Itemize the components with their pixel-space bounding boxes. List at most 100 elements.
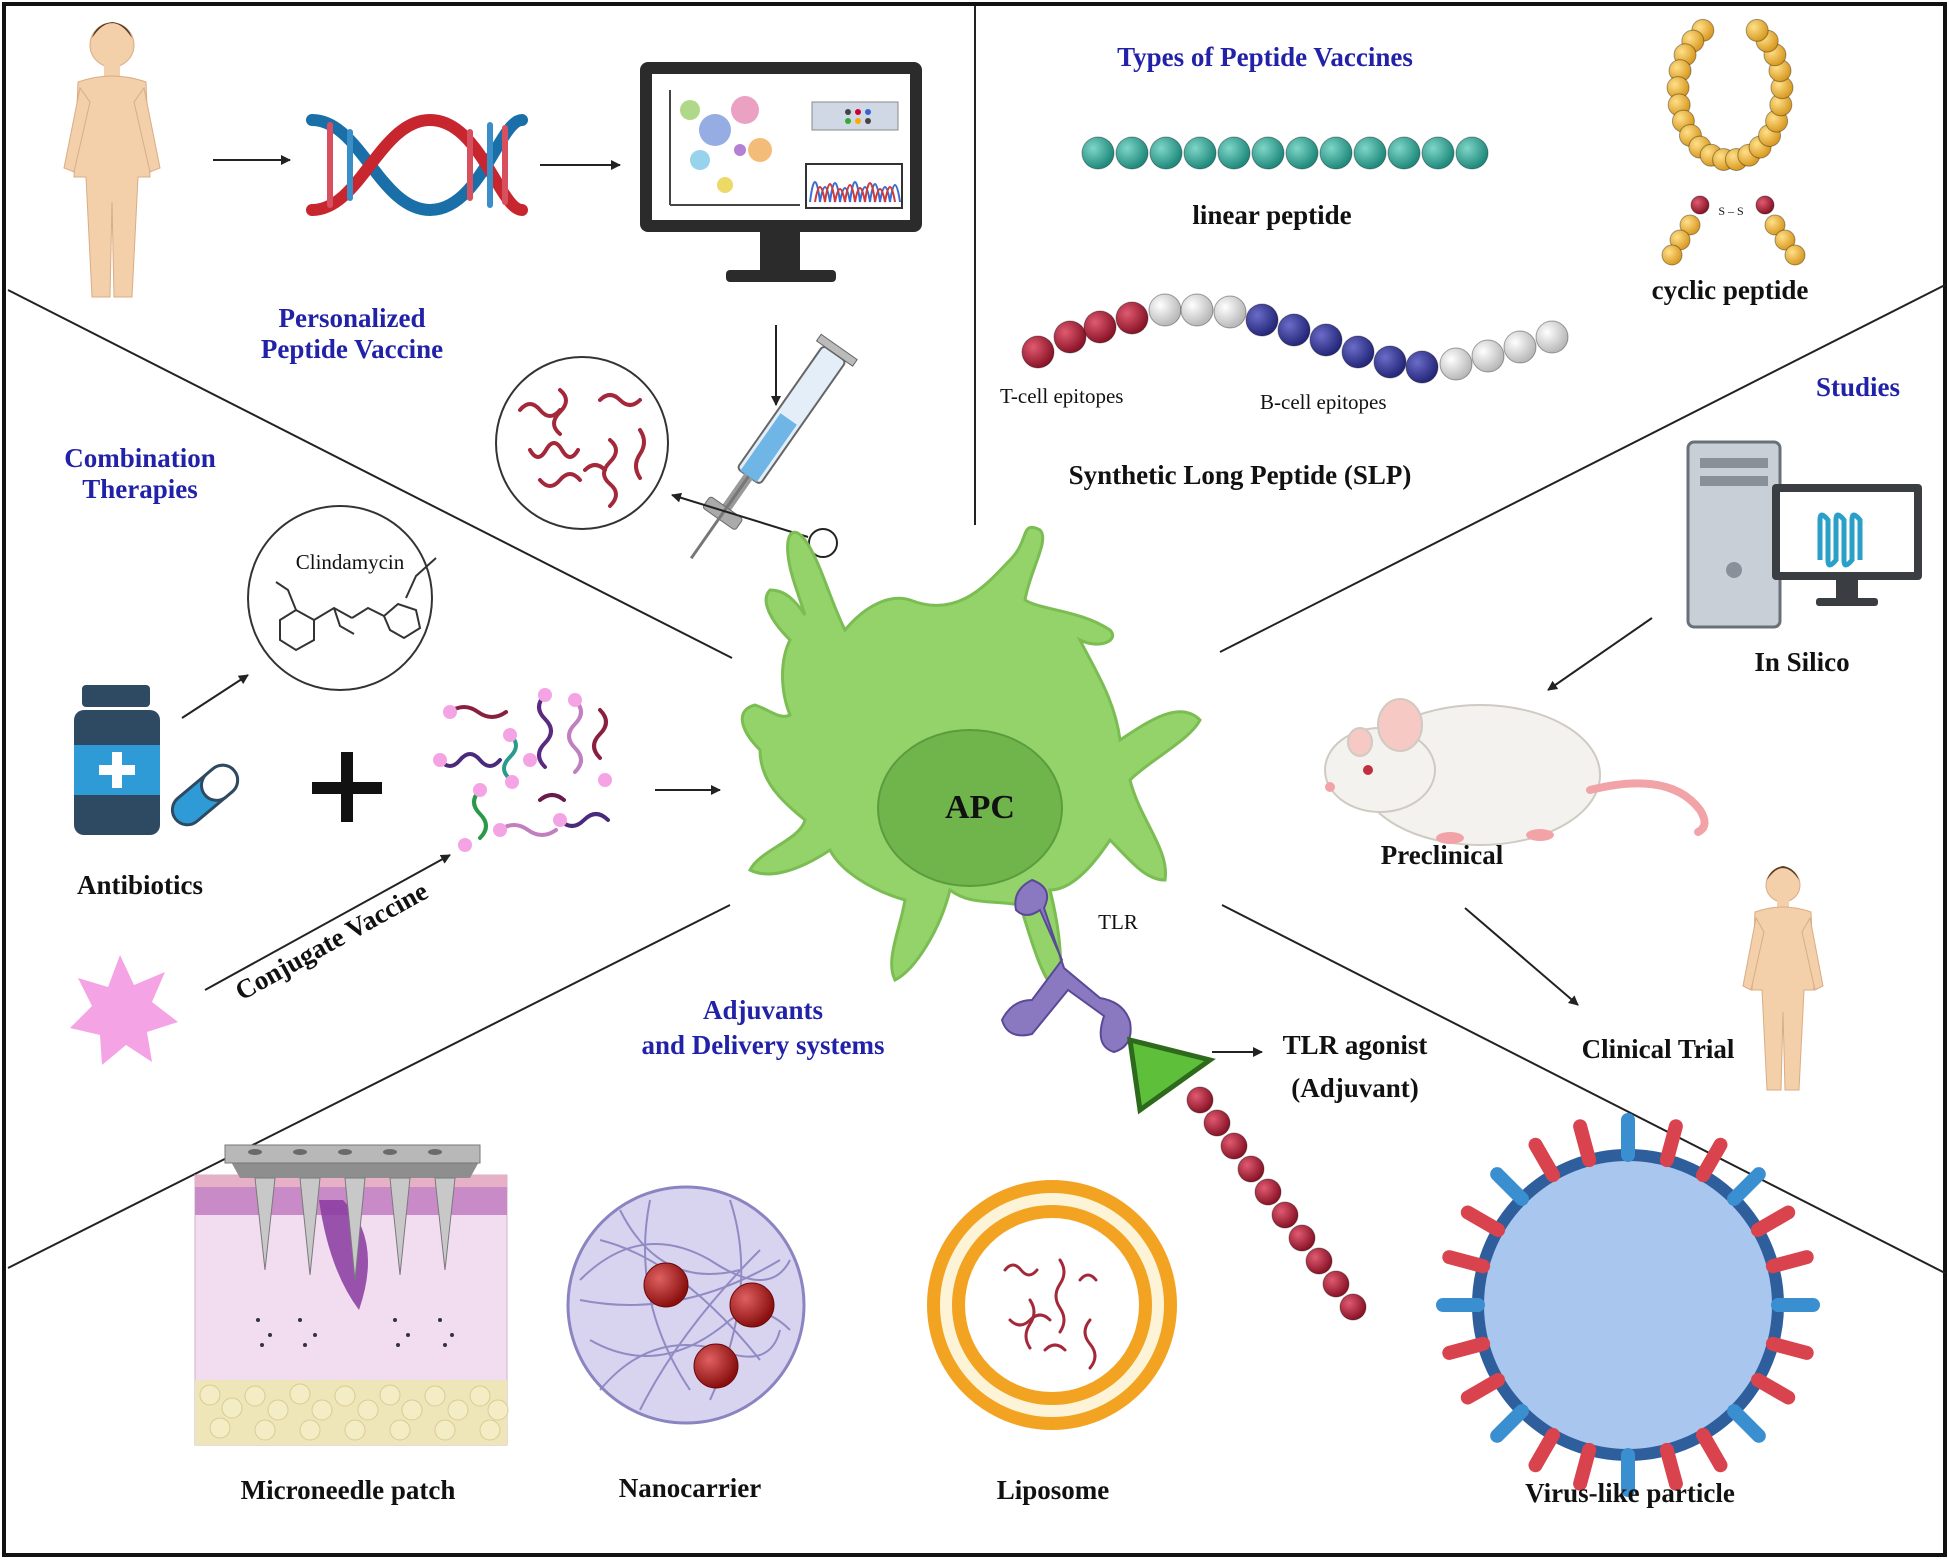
linear-peptide-chain xyxy=(1081,136,1489,170)
clinical-human-figure-icon xyxy=(1742,866,1824,1091)
nanocarrier-label: Nanocarrier xyxy=(618,1473,762,1503)
studies-title: Studies xyxy=(1815,372,1901,402)
linear-bead xyxy=(1387,136,1421,170)
vlp-spike xyxy=(1696,1427,1728,1473)
personalized-title-line2: Peptide Vaccine xyxy=(260,334,444,365)
dna-icon xyxy=(306,113,528,217)
slp-bead xyxy=(1341,335,1375,369)
syringe-icon xyxy=(689,333,858,560)
cyclic-tail-bead xyxy=(1764,214,1786,236)
liposome-icon xyxy=(927,1180,1177,1430)
virus-like-particle-label: Virus-like particle xyxy=(1525,1478,1735,1508)
vlp-spike xyxy=(1573,1119,1597,1168)
linear-bead xyxy=(1251,136,1285,170)
vlp-spike xyxy=(1528,1137,1560,1183)
linear-bead xyxy=(1115,136,1149,170)
linear-peptide-label: linear peptide xyxy=(1192,200,1352,230)
cyclic-peptide-chain xyxy=(1661,18,1806,266)
vlp-spike xyxy=(1696,1137,1728,1183)
agonist-bead xyxy=(1254,1178,1282,1206)
slp-bead xyxy=(1245,303,1279,337)
human-figure-icon xyxy=(63,22,161,298)
slp-bead xyxy=(1439,347,1473,381)
slp-bead xyxy=(1471,339,1505,373)
linear-bead xyxy=(1081,136,1115,170)
slp-bead xyxy=(1083,310,1117,344)
clinical-trial-label: Clinical Trial xyxy=(1581,1034,1735,1064)
pink-adjuvant-star-icon xyxy=(70,955,178,1065)
vlp-spike xyxy=(1442,1250,1491,1274)
apc-cell-icon xyxy=(740,525,1202,993)
vlp-spike xyxy=(1750,1205,1796,1237)
tlr-agonist-line2: (Adjuvant) xyxy=(1291,1073,1419,1104)
adjuvants-title-line2: and Delivery systems xyxy=(641,1030,885,1061)
linear-bead xyxy=(1183,136,1217,170)
adjuvants-title-line1: Adjuvants xyxy=(702,995,824,1025)
antibiotics-label: Antibiotics xyxy=(76,870,204,900)
vlp-spike xyxy=(1750,1373,1796,1405)
capsule-icon xyxy=(170,763,240,827)
slp-bead xyxy=(1503,330,1537,364)
agonist-bead xyxy=(1271,1201,1299,1229)
vlp-spike xyxy=(1460,1373,1506,1405)
slp-peptide-chain xyxy=(1021,293,1569,384)
vlp-spike xyxy=(1659,1442,1683,1491)
slp-bead xyxy=(1021,335,1055,369)
clindamycin-structure-icon xyxy=(247,505,437,691)
microneedle-patch-icon xyxy=(194,1144,509,1446)
liposome-label: Liposome xyxy=(996,1475,1110,1505)
slp-bead xyxy=(1309,323,1343,357)
slp-bead xyxy=(1535,320,1569,354)
vlp-spike xyxy=(1460,1205,1506,1237)
virus-like-particle-icon xyxy=(1436,1113,1820,1497)
vlp-spike xyxy=(1442,1336,1491,1360)
vlp-spike xyxy=(1765,1336,1814,1360)
agonist-bead xyxy=(1339,1293,1367,1321)
mouse-icon xyxy=(1324,698,1709,846)
linear-bead xyxy=(1217,136,1251,170)
vlp-spike xyxy=(1727,1167,1766,1206)
section-dividers xyxy=(7,6,1946,1274)
cyclic-tail-bead xyxy=(1774,229,1796,251)
slp-bead xyxy=(1180,293,1214,327)
combination-title-line1: Combination xyxy=(64,443,216,473)
personalized-vaccine-title: Personalized Peptide Vaccine xyxy=(261,303,443,365)
conjugate-peptides-icon xyxy=(433,688,612,852)
cyclic-tail-bead xyxy=(1784,244,1806,266)
slp-bead xyxy=(1213,295,1247,329)
personalized-title-line1: Personalized xyxy=(278,303,426,333)
vlp-spike xyxy=(1765,1250,1814,1274)
agonist-bead xyxy=(1220,1132,1248,1160)
tlr-receptor-icon xyxy=(1000,878,1132,1054)
types-title: Types of Peptide Vaccines xyxy=(1117,42,1413,72)
linear-bead xyxy=(1455,136,1489,170)
combination-title-line2: Therapies xyxy=(82,474,198,505)
linear-bead xyxy=(1149,136,1183,170)
vlp-spike xyxy=(1659,1119,1683,1168)
cyclic-cysteine xyxy=(1755,195,1775,215)
b-cell-epitopes-label: B-cell epitopes xyxy=(1260,390,1387,414)
microneedle-patch-label: Microneedle patch xyxy=(240,1475,456,1505)
slp-bead xyxy=(1148,293,1182,327)
combination-therapies-title: Combination Therapies xyxy=(64,443,216,505)
tlr-agonist-label: TLR agonist (Adjuvant) xyxy=(1283,1030,1428,1104)
computer-monitor-icon xyxy=(640,62,922,282)
vlp-spike xyxy=(1490,1167,1529,1206)
tlr-agonist-line1: TLR agonist xyxy=(1282,1030,1428,1060)
cyclic-tail-bead xyxy=(1661,244,1683,266)
linear-bead xyxy=(1421,136,1455,170)
tlr-label: TLR xyxy=(1098,910,1138,934)
linear-bead xyxy=(1285,136,1319,170)
desktop-computer-icon xyxy=(1686,440,1922,629)
slp-label: Synthetic Long Peptide (SLP) xyxy=(1068,460,1412,490)
slp-bead xyxy=(1405,350,1439,384)
t-cell-epitopes-label: T-cell epitopes xyxy=(1000,384,1124,408)
preclinical-label: Preclinical xyxy=(1380,840,1504,870)
agonist-bead xyxy=(1186,1086,1214,1114)
agonist-bead xyxy=(1288,1224,1316,1252)
in-silico-label: In Silico xyxy=(1754,647,1850,677)
linear-bead xyxy=(1319,136,1353,170)
